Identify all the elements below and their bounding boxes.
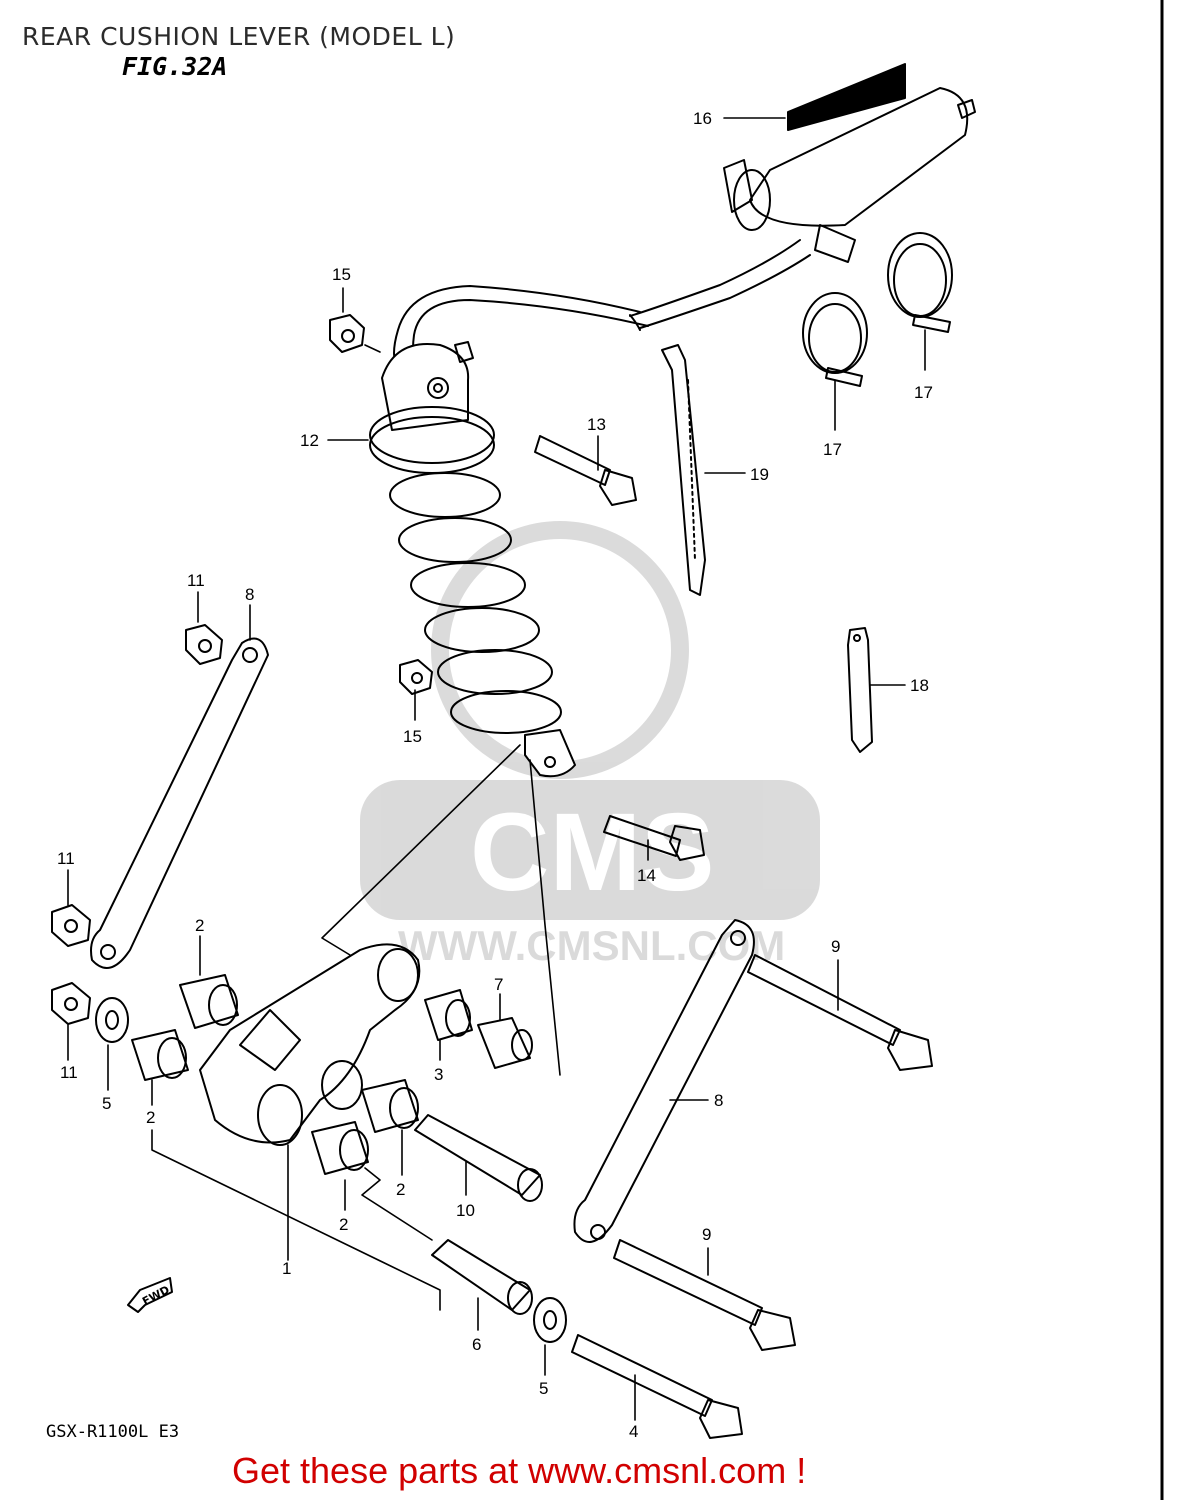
get-parts-link[interactable]: Get these parts at www.cmsnl.com ! — [232, 1450, 807, 1491]
watermark-brand: CMS — [470, 791, 714, 914]
figure-label: FIG.32A — [122, 52, 228, 81]
callout-17-right: 17 — [914, 383, 933, 402]
part-4-bolt — [571, 1334, 743, 1439]
callout-11-middle: 11 — [57, 849, 75, 868]
part-13-bolt — [534, 435, 637, 506]
fwd-direction-marker: FWD — [127, 1277, 173, 1313]
callout-15-lower: 15 — [403, 727, 422, 746]
part-15-nuts — [329, 314, 474, 695]
callout-12: 12 — [300, 431, 319, 450]
callout-2-left: 2 — [146, 1108, 155, 1127]
model-code: GSX-R1100L E3 — [46, 1422, 180, 1442]
callout-9-lower: 9 — [702, 1225, 711, 1244]
callout-8-left: 8 — [245, 585, 254, 604]
spring-coils — [389, 472, 562, 734]
callout-9-upper: 9 — [831, 937, 840, 956]
cms-watermark: CMS WWW.CMSNL.COM — [360, 521, 820, 969]
callout-2-bottom: 2 — [339, 1215, 348, 1234]
callout-16: 16 — [693, 109, 712, 128]
callout-numbers: 16 15 12 13 19 17 17 18 11 8 15 14 11 2 … — [57, 109, 933, 1441]
callout-17-left: 17 — [823, 440, 842, 459]
callout-3: 3 — [434, 1065, 443, 1084]
part-2-bearings — [131, 974, 419, 1175]
callout-11-bottom: 11 — [60, 1063, 78, 1082]
callout-5-right: 5 — [539, 1379, 548, 1398]
part-8-link-left — [90, 637, 269, 969]
part-11-nuts — [51, 624, 223, 1025]
part-18-bracket — [847, 627, 873, 753]
callout-18: 18 — [910, 676, 929, 695]
part-12-rear-shock — [369, 343, 576, 778]
part-16-reservoir — [723, 63, 976, 263]
callout-6: 6 — [472, 1335, 481, 1354]
part-6-spacer — [431, 1239, 533, 1315]
assembly-guide-lines — [151, 744, 561, 1311]
callout-14: 14 — [637, 866, 656, 885]
part-8-link-right — [573, 919, 755, 1243]
callout-7: 7 — [494, 975, 503, 994]
callout-10: 10 — [456, 1201, 475, 1220]
part-3-bearing — [424, 989, 473, 1041]
part-5-washers — [95, 997, 567, 1343]
callout-5-left: 5 — [102, 1094, 111, 1113]
part-7-spacer — [477, 1017, 533, 1069]
part-10-spacer — [414, 1114, 543, 1202]
part-9-bolt-upper — [747, 954, 933, 1071]
part-1-cushion-lever — [199, 943, 421, 1146]
callout-2-top: 2 — [195, 916, 204, 935]
part-19-strap — [661, 344, 706, 596]
part-14-bolt — [603, 815, 705, 861]
part-9-bolt-lower — [613, 1239, 796, 1351]
callout-4: 4 — [629, 1422, 638, 1441]
callout-2-right: 2 — [396, 1180, 405, 1199]
reservoir-label-plate — [787, 63, 906, 131]
callout-8-right: 8 — [714, 1091, 723, 1110]
callout-1: 1 — [282, 1259, 291, 1278]
callout-11-top: 11 — [187, 571, 205, 590]
page-title: REAR CUSHION LEVER (MODEL L) — [22, 22, 456, 51]
callout-15-upper: 15 — [332, 265, 351, 284]
watermark-url: WWW.CMSNL.COM — [398, 922, 785, 969]
part-17-hose-clamps — [802, 232, 953, 387]
callout-leader-lines — [67, 117, 926, 1421]
callout-13: 13 — [587, 415, 606, 434]
callout-19: 19 — [750, 465, 769, 484]
